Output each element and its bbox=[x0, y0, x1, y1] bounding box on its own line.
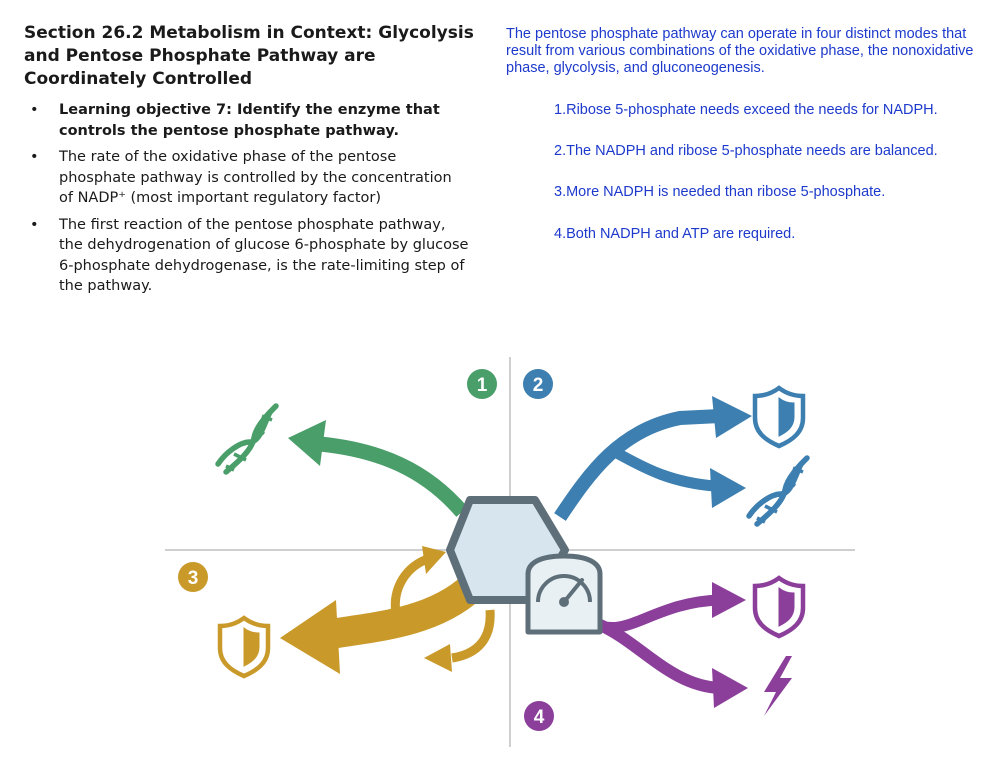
bullet-marker: • bbox=[30, 216, 39, 233]
svg-text:4: 4 bbox=[534, 707, 545, 728]
bullet-text: The rate of the oxidative phase of the p… bbox=[59, 149, 452, 206]
bullet-text: The first reaction of the pentose phosph… bbox=[59, 216, 469, 295]
gauge-icon bbox=[525, 553, 603, 635]
mode-list: 1.Ribose 5-phosphate needs exceed the ne… bbox=[554, 102, 974, 267]
mode-item: 1.Ribose 5-phosphate needs exceed the ne… bbox=[554, 102, 938, 118]
bullet-item: • Learning objective 7: Identify the enz… bbox=[30, 100, 470, 141]
shield-icon bbox=[220, 618, 268, 676]
bullet-marker: • bbox=[30, 149, 39, 165]
mode3-arrow bbox=[280, 575, 483, 674]
mode-item: 2.The NADPH and ribose 5-phosphate needs… bbox=[554, 143, 938, 159]
mode-item: 4.Both NADPH and ATP are required. bbox=[554, 226, 796, 242]
svg-text:2: 2 bbox=[533, 375, 544, 396]
mode1-arrow bbox=[288, 420, 468, 517]
mode-item: 3.More NADPH is needed than ribose 5-pho… bbox=[554, 184, 886, 200]
shield-icon bbox=[755, 388, 803, 446]
svg-text:1: 1 bbox=[477, 375, 488, 396]
dna-icon bbox=[218, 406, 276, 472]
shield-icon bbox=[755, 578, 803, 636]
quadrant-number-2: 2 bbox=[523, 369, 553, 399]
dna-icon bbox=[749, 458, 807, 524]
modes-intro: The pentose phosphate pathway can operat… bbox=[506, 26, 974, 76]
pathway-modes-diagram: 1 2 3 4 bbox=[165, 357, 855, 747]
quadrant-number-3: 3 bbox=[178, 562, 208, 592]
mode2-arrow bbox=[554, 396, 752, 521]
bullet-list: • Learning objective 7: Identify the enz… bbox=[30, 100, 470, 303]
slide-title: Section 26.2 Metabolism in Context: Glyc… bbox=[24, 23, 474, 89]
bullet-marker: • bbox=[30, 102, 39, 118]
quadrant-number-4: 4 bbox=[524, 701, 554, 731]
cycle-arrows-icon bbox=[390, 546, 495, 672]
svg-text:3: 3 bbox=[188, 568, 199, 589]
quadrant-number-1: 1 bbox=[467, 369, 497, 399]
bullet-item: • The first reaction of the pentose phos… bbox=[30, 215, 470, 297]
bullet-item: • The rate of the oxidative phase of the… bbox=[30, 147, 470, 209]
mode4-arrow bbox=[589, 582, 748, 708]
bullet-text: Learning objective 7: Identify the enzym… bbox=[59, 102, 440, 139]
lightning-bolt-icon bbox=[764, 656, 792, 716]
